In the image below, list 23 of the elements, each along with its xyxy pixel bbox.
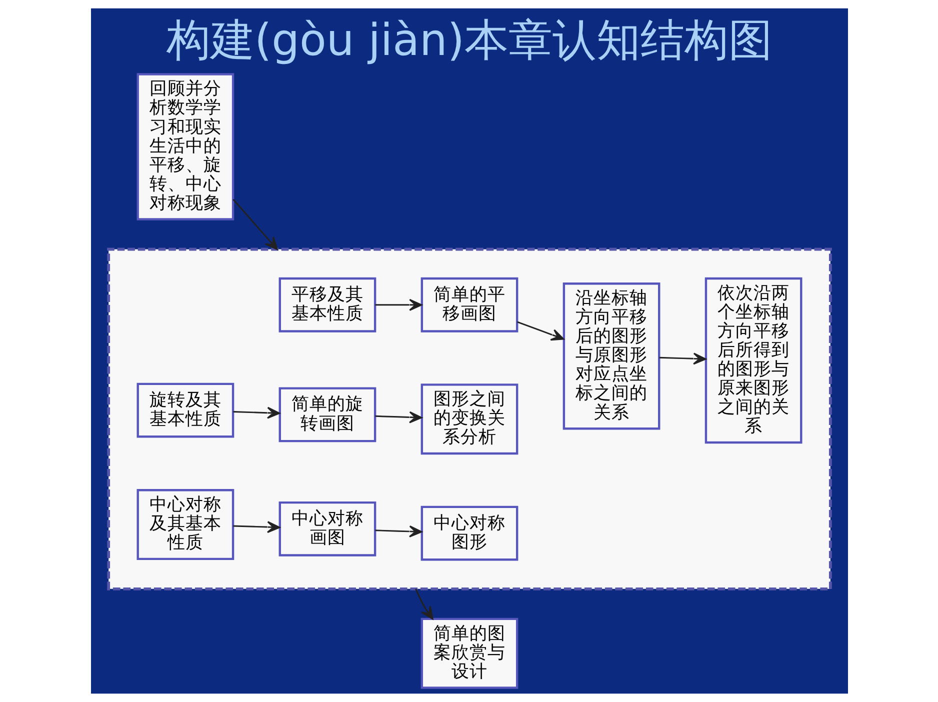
node-box: 中心对称及其基本性质 bbox=[136, 489, 234, 560]
node-box: 中心对称图形 bbox=[420, 506, 518, 561]
node-box: 图形之间的变换关系分析 bbox=[420, 384, 518, 455]
node-box: 中心对称画图 bbox=[278, 501, 376, 556]
arrow bbox=[374, 411, 422, 424]
node-box: 依次沿两个坐标轴方向平移后所得到的图形与原来图形之间的关系 bbox=[704, 277, 802, 444]
arrow bbox=[232, 198, 278, 250]
node-box: 简单的平移画图 bbox=[420, 277, 518, 332]
arrow bbox=[232, 521, 280, 534]
arrow bbox=[232, 406, 280, 419]
node-box: 简单的旋转画图 bbox=[278, 387, 376, 442]
cluster bbox=[106, 248, 832, 590]
arrow bbox=[374, 298, 422, 311]
arrow bbox=[374, 525, 422, 538]
node-box: 简单的图案欣赏与设计 bbox=[420, 618, 518, 689]
node-box: 回顾并分析数学学习和现实生活中的平移、旋转、中心对称现象 bbox=[136, 73, 234, 220]
arrow bbox=[516, 321, 564, 341]
node-box: 沿坐标轴方向平移后的图形与原图形对应点坐标之间的关系 bbox=[562, 282, 660, 430]
arrow bbox=[414, 588, 433, 620]
node-box: 旋转及其基本性质 bbox=[136, 382, 234, 438]
diagram-title: 构建(gòu jiàn)本章认知结构图 bbox=[166, 15, 772, 66]
node-box: 平移及其基本性质 bbox=[278, 277, 376, 332]
arrow bbox=[658, 352, 706, 365]
